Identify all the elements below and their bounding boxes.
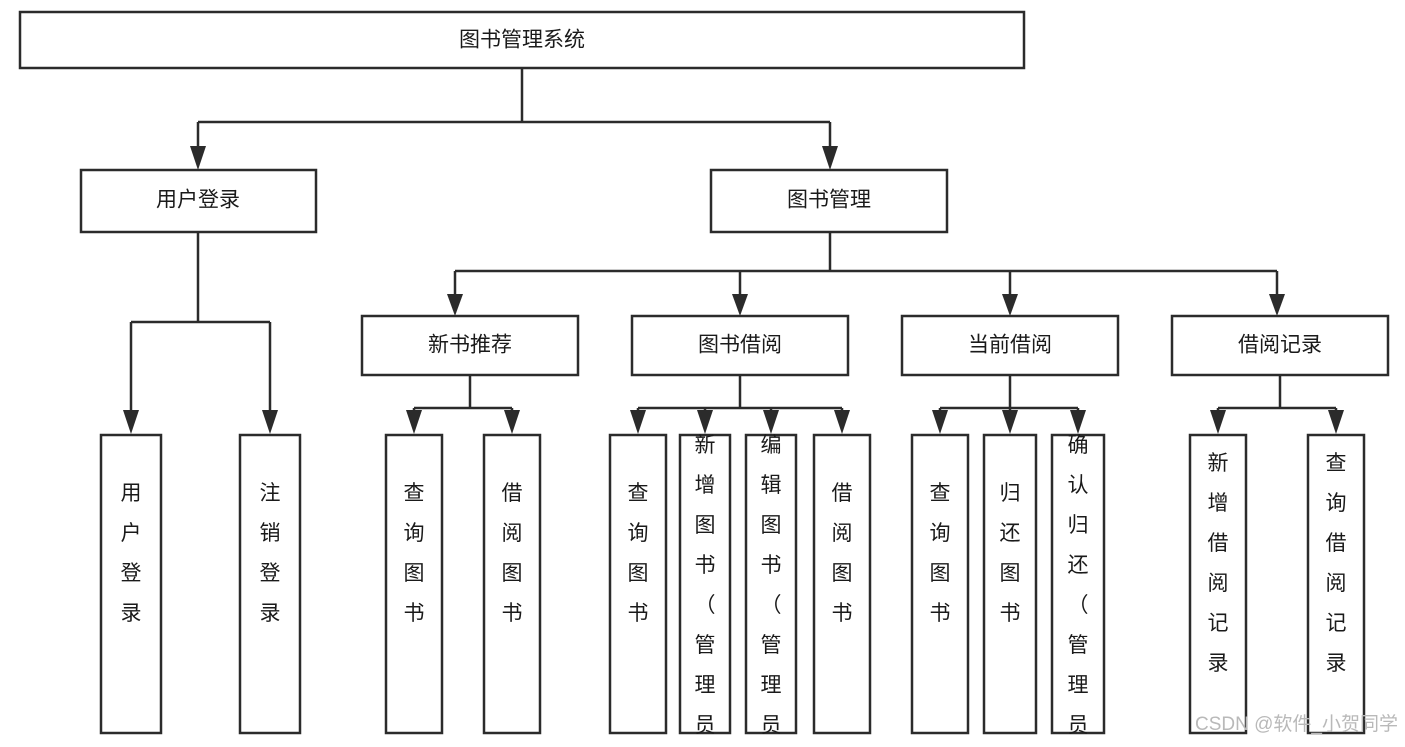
leaf-return-book[interactable]: 归还图书 <box>982 433 1038 735</box>
leaf-logout-label: 注销登录 <box>260 482 281 625</box>
leaf-edit-book-admin-box[interactable] <box>744 433 798 735</box>
leaf-query-book-rec-box[interactable] <box>384 433 444 735</box>
node-user-login-label: 用户登录 <box>156 189 240 212</box>
arrow-head-current-borrow <box>1002 294 1018 316</box>
leaf-user-login[interactable]: 用户登录 <box>99 433 163 735</box>
leaf-query-book-current[interactable]: 查询图书 <box>910 433 970 735</box>
node-book-management-box[interactable] <box>709 168 949 234</box>
node-new-book-recommend[interactable]: 新书推荐 <box>360 314 580 377</box>
leaf-query-book-current-box[interactable] <box>910 433 970 735</box>
node-root-box[interactable] <box>18 10 1026 70</box>
leaf-borrow-book-rec-label: 借阅图书 <box>502 482 523 625</box>
arrow-head-book-borrow <box>732 294 748 316</box>
arrow-head-leaf-logout <box>262 410 278 434</box>
leaf-confirm-return-admin-label: 确认归还（管理员） <box>1068 434 1089 747</box>
leaf-user-login-label: 用户登录 <box>121 482 142 625</box>
leaf-query-borrow-record-label: 查询借阅记录 <box>1326 452 1347 675</box>
connector-layer <box>123 68 1344 434</box>
leaf-add-borrow-record-box[interactable] <box>1188 433 1248 735</box>
arrow-head-leaf-borrow-book-1 <box>504 410 520 434</box>
leaf-query-book-borrow-label: 查询图书 <box>628 482 649 625</box>
node-current-borrow-label: 当前借阅 <box>968 334 1052 357</box>
csdn-watermark: CSDN @软件_小贺同学 <box>1195 713 1398 735</box>
leaf-query-borrow-record[interactable]: 查询借阅记录 <box>1306 433 1366 735</box>
leaf-return-book-box[interactable] <box>982 433 1038 735</box>
leaf-query-book-borrow-box[interactable] <box>608 433 668 735</box>
leaf-logout[interactable]: 注销登录 <box>238 433 302 735</box>
arrow-head-leaf-add-record <box>1210 410 1226 434</box>
leaf-borrow-book-rec-box[interactable] <box>482 433 542 735</box>
leaf-add-book-admin-label: 新增图书（管理员） <box>695 434 716 747</box>
arrow-head-leaf-query-book-1 <box>406 410 422 434</box>
node-book-management[interactable]: 图书管理 <box>709 168 949 234</box>
leaf-borrow-book-rec[interactable]: 借阅图书 <box>482 433 542 735</box>
node-book-borrow[interactable]: 图书借阅 <box>630 314 850 377</box>
node-user-login-box[interactable] <box>79 168 318 234</box>
leaf-add-borrow-record-label: 新增借阅记录 <box>1208 452 1229 675</box>
leaf-add-book-admin-box[interactable] <box>678 433 732 735</box>
leaf-borrow-book-borrow[interactable]: 借阅图书 <box>812 433 872 735</box>
node-book-management-label: 图书管理 <box>787 189 871 212</box>
leaf-query-book-rec[interactable]: 查询图书 <box>384 433 444 735</box>
arrow-head-leaf-borrow-book-2 <box>834 410 850 434</box>
leaf-borrow-book-borrow-box[interactable] <box>812 433 872 735</box>
leaf-edit-book-admin-label: 编辑图书（管理员） <box>761 434 782 747</box>
node-borrow-record-box[interactable] <box>1170 314 1390 377</box>
node-new-book-recommend-box[interactable] <box>360 314 580 377</box>
leaf-query-book-borrow[interactable]: 查询图书 <box>608 433 668 735</box>
node-borrow-record[interactable]: 借阅记录 <box>1170 314 1390 377</box>
node-user-login[interactable]: 用户登录 <box>79 168 318 234</box>
node-book-borrow-box[interactable] <box>630 314 850 377</box>
arrow-head-leaf-query-book-2 <box>630 410 646 434</box>
leaf-logout-box[interactable] <box>238 433 302 735</box>
node-root[interactable]: 图书管理系统 <box>18 10 1026 70</box>
arrow-head-new-book-rec <box>447 294 463 316</box>
leaf-add-borrow-record[interactable]: 新增借阅记录 <box>1188 433 1248 735</box>
arrow-head-leaf-edit-book <box>763 410 779 434</box>
leaf-query-book-current-label: 查询图书 <box>930 482 951 625</box>
leaf-confirm-return-admin[interactable]: 确认归还（管理员） <box>1050 433 1106 747</box>
leaf-user-login-box[interactable] <box>99 433 163 735</box>
node-book-borrow-label: 图书借阅 <box>698 334 782 357</box>
arrow-head-leaf-query-record <box>1328 410 1344 434</box>
leaf-query-book-rec-label: 查询图书 <box>404 482 425 625</box>
arrow-head-borrow-record <box>1269 294 1285 316</box>
arrow-head-leaf-add-book <box>697 410 713 434</box>
node-new-book-recommend-label: 新书推荐 <box>428 334 512 357</box>
arrow-head-leaf-return-book <box>1002 410 1018 434</box>
leaf-query-borrow-record-box[interactable] <box>1306 433 1366 735</box>
leaf-add-book-admin[interactable]: 新增图书（管理员） <box>678 433 732 747</box>
arrow-head-user-login <box>190 146 206 170</box>
arrow-head-book-manage <box>822 146 838 170</box>
node-borrow-record-label: 借阅记录 <box>1238 334 1322 357</box>
arrow-head-leaf-user-login <box>123 410 139 434</box>
leaf-return-book-label: 归还图书 <box>1000 482 1021 625</box>
leaf-edit-book-admin[interactable]: 编辑图书（管理员） <box>744 433 798 747</box>
arrow-head-leaf-query-book-3 <box>932 410 948 434</box>
node-current-borrow[interactable]: 当前借阅 <box>900 314 1120 377</box>
leaf-confirm-return-admin-box[interactable] <box>1050 433 1106 735</box>
arrow-head-leaf-confirm-return <box>1070 410 1086 434</box>
leaf-borrow-book-borrow-label: 借阅图书 <box>832 482 853 625</box>
node-current-borrow-box[interactable] <box>900 314 1120 377</box>
node-root-label: 图书管理系统 <box>459 29 585 52</box>
